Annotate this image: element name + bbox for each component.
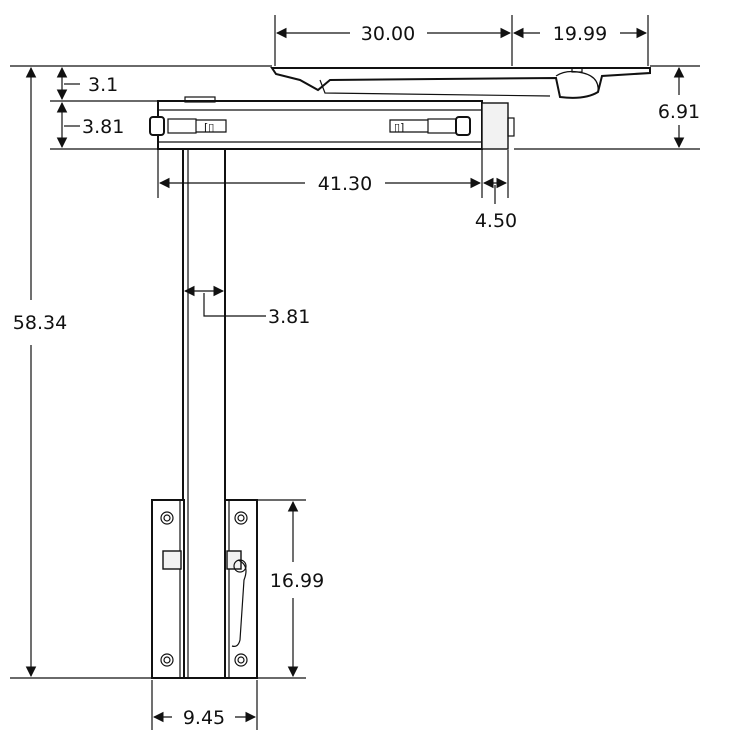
extension-lines [10, 15, 700, 730]
horizontal-arm: [▯ ▯] [149, 96, 515, 150]
tray-plate [270, 67, 651, 99]
dim-tray-drop: 6.91 [658, 101, 700, 123]
dim-clamp-width: 9.45 [183, 707, 225, 729]
dim-end-cap: 4.50 [475, 210, 517, 232]
dim-top-left-width: 30.00 [361, 23, 415, 45]
dim-top-offset: 3.1 [88, 74, 118, 96]
dim-top-right-width: 19.99 [553, 23, 607, 45]
dim-overall-height: 58.34 [13, 312, 67, 334]
vertical-post [182, 148, 226, 679]
svg-text:▯]: ▯] [394, 121, 404, 134]
dim-arm-thickness: 3.81 [82, 116, 124, 138]
dimension-lines [25, 27, 685, 723]
dim-clamp-height: 16.99 [270, 570, 324, 592]
clamp-bracket [151, 499, 258, 679]
svg-text:[▯: [▯ [204, 121, 214, 134]
dim-post-width: 3.81 [268, 306, 310, 328]
dim-arm-length: 41.30 [318, 173, 372, 195]
